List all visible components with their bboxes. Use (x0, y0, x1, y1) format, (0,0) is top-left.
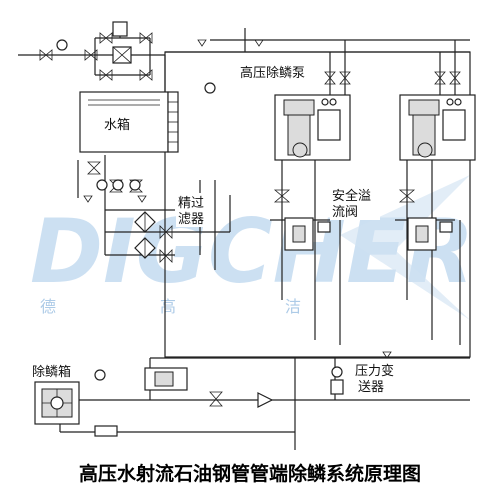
safety-relief-valve-1 (284, 217, 331, 251)
inlet-strainer (112, 21, 132, 64)
relief-valve-icon (317, 221, 331, 233)
valve-icon (273, 189, 291, 203)
watermark-char-1: 德 (40, 297, 56, 316)
pump-label: 高压除鳞泵 (240, 65, 305, 81)
relief-valve-body (407, 217, 437, 251)
drain-icon (382, 351, 392, 359)
diagram-caption: 高压水射流石油钢管管端除鳞系统原理图 (79, 462, 421, 485)
safety-relief-valve-2 (407, 217, 453, 251)
drain-icon (197, 39, 207, 47)
valve-icon (398, 189, 416, 203)
pump-head-icon (408, 99, 440, 116)
pressure-transmitter (330, 379, 344, 395)
filter-label-line-1: 精过 (178, 196, 204, 211)
valve-icon (139, 32, 153, 44)
valve-icon (139, 69, 153, 81)
gauge-icon (129, 179, 141, 191)
drain-icon (137, 195, 147, 203)
transmitter-icon (330, 379, 344, 395)
valve-icon (84, 49, 98, 61)
valve-icon (159, 225, 173, 239)
drains (83, 39, 392, 359)
water-tank: 水箱 (79, 91, 179, 153)
tank-label: 水箱 (104, 117, 130, 133)
control-valve-block (94, 367, 274, 437)
gauge-icon (204, 82, 216, 94)
valve-icon (99, 32, 113, 44)
valve-icon (159, 249, 173, 263)
valve-icon (87, 161, 101, 175)
fine-filters (134, 211, 156, 259)
nozzle-icon (94, 425, 118, 437)
solenoid-icon (112, 21, 128, 37)
gauge-icon (112, 179, 124, 191)
pressure-gauges (56, 39, 343, 381)
watermark-char-2: 高 (160, 297, 176, 316)
valve-icon (39, 49, 53, 61)
gauge-icon (96, 179, 108, 191)
valve-icon (449, 71, 461, 85)
check-valve-icon (257, 392, 274, 408)
watermark-star-shape (340, 175, 470, 320)
gauge-icon (56, 39, 68, 51)
gauge-icon (94, 369, 106, 381)
high-pressure-pump-1 (274, 94, 351, 161)
pipeline-network (18, 22, 471, 450)
relief-valve-icon (439, 221, 453, 233)
filter-label-line-2: 滤器 (178, 212, 204, 227)
transmitter-label-line-1: 压力变 (355, 363, 394, 379)
safety-valve-label-line-1: 安全溢 (332, 188, 371, 204)
drain-icon (83, 195, 93, 203)
water-tank-body (79, 91, 169, 153)
descaling-box-label: 除鳞箱 (32, 364, 71, 380)
gauge-icon (331, 366, 343, 378)
watermark-char-3: 洁 (285, 297, 301, 316)
drain-icon (254, 39, 264, 47)
valve-icon (339, 71, 351, 85)
watermark: DIGCHER 德 高 洁 (30, 175, 474, 320)
safety-valve-label-line-2: 流阀 (332, 205, 358, 220)
descaling-box (34, 381, 80, 425)
valve-icon (209, 391, 223, 407)
transmitter-label-line-2: 送器 (358, 380, 384, 395)
high-pressure-pump-2 (399, 94, 476, 161)
valves (39, 32, 461, 407)
valve-icon (434, 71, 446, 85)
valve-icon (99, 69, 113, 81)
pump-head-icon (283, 99, 315, 116)
valve-icon (324, 71, 336, 85)
